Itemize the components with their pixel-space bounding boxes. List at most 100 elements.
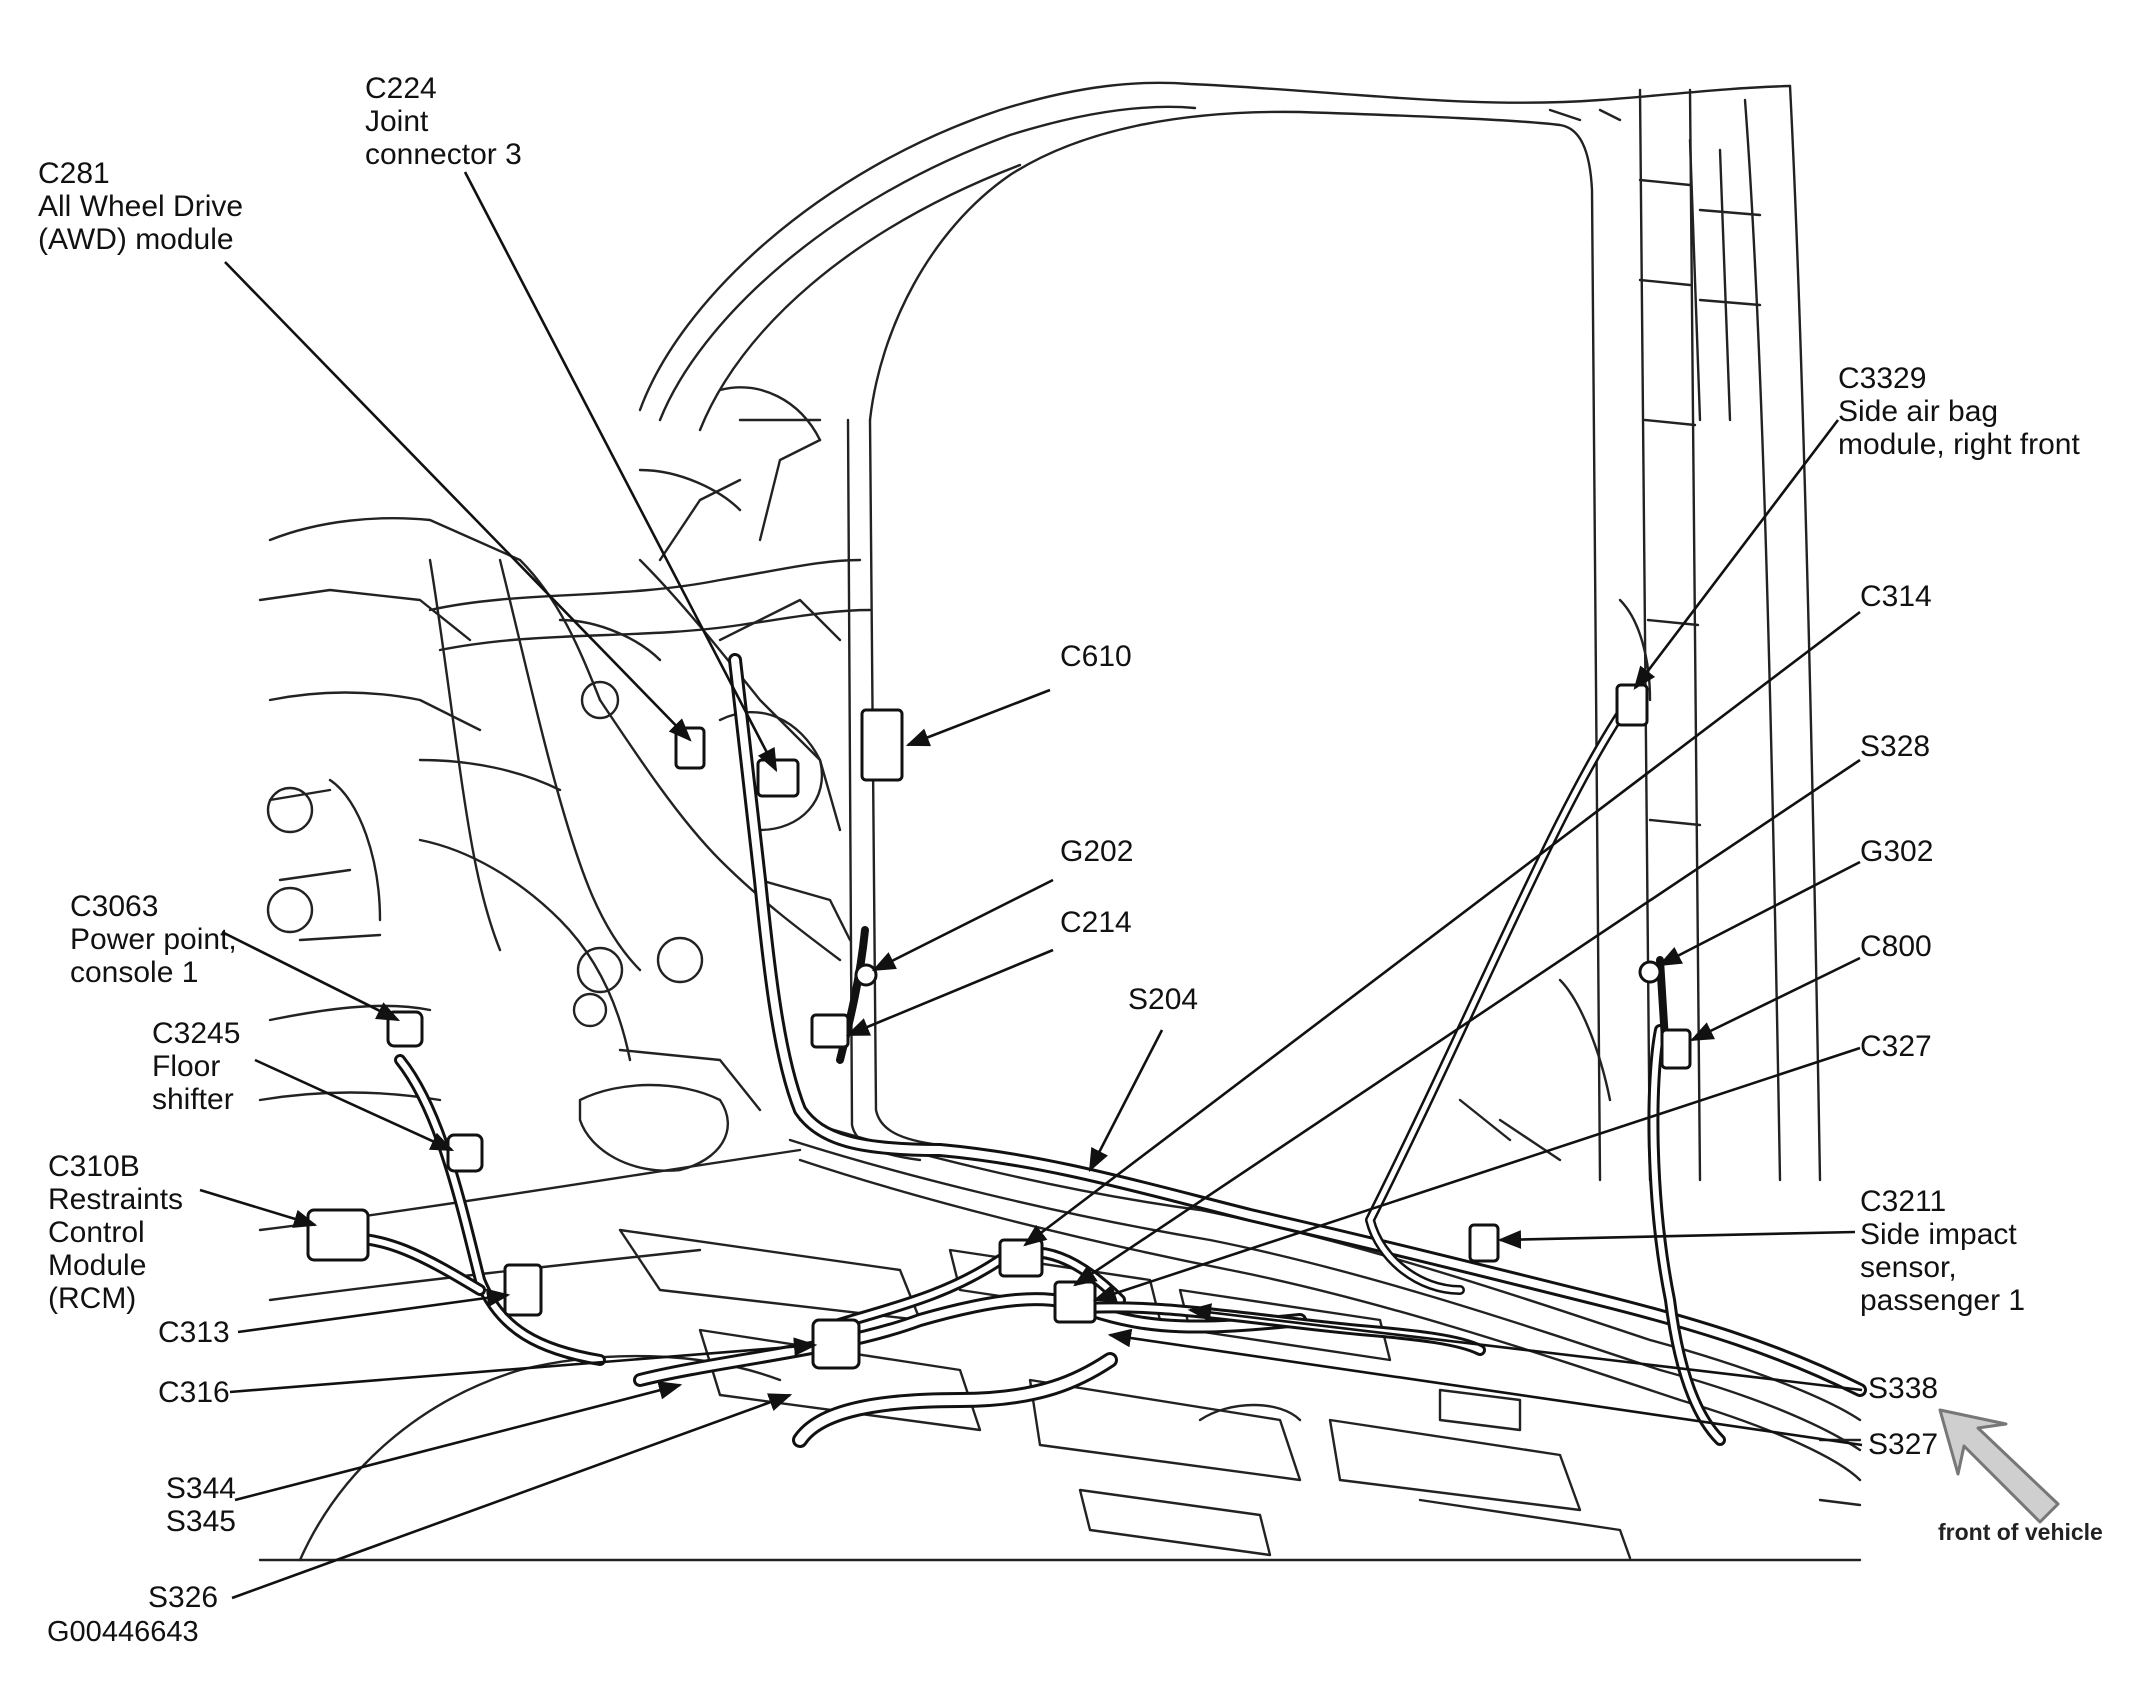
leader-c281 bbox=[224, 261, 692, 742]
leader-c3063 bbox=[221, 930, 401, 1022]
callout-c3211-line3: sensor, bbox=[1860, 1251, 1957, 1284]
callout-c310b: C310B Restraints Control Module (RCM) bbox=[48, 1150, 183, 1315]
callout-s328: S328 bbox=[1860, 730, 1930, 763]
callout-c281: C281 All Wheel Drive (AWD) module bbox=[38, 157, 243, 256]
callout-c3211: C3211 Side impact sensor, passenger 1 bbox=[1860, 1185, 2025, 1317]
callout-c214: C214 bbox=[1060, 906, 1132, 939]
c327-connector bbox=[1053, 1280, 1097, 1324]
c310b-connector bbox=[306, 1208, 370, 1262]
c281-connector bbox=[674, 726, 706, 770]
callout-g202-line1: G202 bbox=[1060, 835, 1134, 868]
c3245-connector bbox=[446, 1133, 484, 1173]
callout-c800-line1: C800 bbox=[1860, 930, 1932, 963]
callout-s338: S338 bbox=[1868, 1372, 1938, 1405]
g202-ground bbox=[854, 963, 878, 987]
callout-s204: S204 bbox=[1128, 983, 1198, 1016]
callout-c316-line1: C316 bbox=[158, 1376, 230, 1409]
callout-c313-line1: C313 bbox=[158, 1316, 230, 1349]
callout-c3211-line4: passenger 1 bbox=[1860, 1284, 2026, 1317]
connector-blocks bbox=[306, 683, 1692, 1370]
callout-c314-line1: C314 bbox=[1860, 580, 1932, 613]
callout-c281-line2: All Wheel Drive bbox=[38, 190, 244, 223]
callout-c316: C316 bbox=[158, 1376, 230, 1409]
callout-c3211-line1: C3211 bbox=[1860, 1185, 1947, 1218]
callout-c3211-line2: Side impact bbox=[1860, 1218, 2017, 1251]
c316-connector bbox=[811, 1318, 861, 1370]
leader-s326 bbox=[231, 1393, 793, 1600]
callout-s204-line1: S204 bbox=[1128, 983, 1199, 1016]
callout-c281-line3: (AWD) module bbox=[38, 223, 234, 256]
c313-connector bbox=[503, 1263, 543, 1317]
callout-c3063-line1: C3063 bbox=[70, 890, 159, 923]
callout-c310b-line4: Module bbox=[48, 1249, 147, 1282]
c314-connector bbox=[998, 1238, 1044, 1278]
c214-connector bbox=[810, 1013, 850, 1049]
callout-c3245-line2: Floor bbox=[152, 1050, 221, 1083]
callout-c281-line1: C281 bbox=[38, 157, 110, 190]
callout-s327: S327 bbox=[1868, 1428, 1938, 1461]
wiring-harness bbox=[324, 653, 1867, 1448]
callout-c327: C327 bbox=[1860, 1030, 1932, 1063]
callout-g302-line1: G302 bbox=[1860, 835, 1934, 868]
leader-c610 bbox=[905, 688, 1051, 747]
leader-s204 bbox=[1088, 1029, 1164, 1173]
callout-c313: C313 bbox=[158, 1316, 230, 1349]
leader-c224 bbox=[463, 171, 778, 773]
figure-id: G00446643 bbox=[47, 1616, 199, 1648]
callout-c314: C314 bbox=[1860, 580, 1932, 613]
callout-c800: C800 bbox=[1860, 930, 1932, 963]
leader-c314 bbox=[1023, 610, 1861, 1247]
callout-c3063-line2: Power point, bbox=[70, 923, 237, 956]
c224-connector bbox=[756, 758, 800, 798]
callout-c224: C224 Joint connector 3 bbox=[365, 72, 522, 171]
callout-c310b-line3: Control bbox=[48, 1216, 145, 1249]
callout-c3329: C3329 Side air bag module, right front bbox=[1838, 362, 2080, 461]
callout-c3063-line3: console 1 bbox=[70, 956, 199, 989]
vehicle-body-structure bbox=[258, 81, 1862, 1562]
leader-g202 bbox=[871, 878, 1054, 972]
leader-c313 bbox=[237, 1288, 511, 1334]
c610-connector bbox=[860, 708, 904, 782]
callout-s326: S326 bbox=[148, 1581, 218, 1614]
callout-c3245: C3245 Floor shifter bbox=[152, 1017, 240, 1116]
callout-c214-line1: C214 bbox=[1060, 906, 1132, 939]
callout-g202: G202 bbox=[1060, 835, 1133, 868]
callout-c224-line3: connector 3 bbox=[365, 138, 522, 171]
leader-g302 bbox=[1657, 860, 1861, 967]
callout-c3245-line3: shifter bbox=[152, 1083, 234, 1116]
callout-s344-line1: S344 bbox=[165, 1472, 236, 1505]
leader-s327 bbox=[1107, 1328, 1863, 1447]
leader-s338 bbox=[1187, 1303, 1863, 1392]
leader-c800 bbox=[1689, 956, 1861, 1042]
callout-s327-line1: S327 bbox=[1868, 1428, 1939, 1461]
callout-s344: S344 S345 bbox=[148, 1472, 236, 1538]
leader-c3211 bbox=[1497, 1230, 1856, 1249]
leader-c3245 bbox=[254, 1058, 455, 1152]
leader-c214 bbox=[845, 948, 1054, 1037]
c3211-connector bbox=[1468, 1223, 1500, 1263]
callout-c3245-line1: C3245 bbox=[152, 1017, 241, 1050]
callout-c610: C610 bbox=[1060, 640, 1132, 673]
callout-c610-line1: C610 bbox=[1060, 640, 1132, 673]
callout-c224-line1: C224 bbox=[365, 72, 437, 105]
callout-c224-line2: Joint bbox=[365, 105, 429, 138]
callout-c310b-line2: Restraints bbox=[48, 1183, 184, 1216]
g302-ground bbox=[1638, 960, 1662, 984]
callout-c310b-line5: (RCM) bbox=[48, 1282, 137, 1315]
front-of-vehicle-arrow bbox=[1938, 1408, 2060, 1524]
leader-c316 bbox=[229, 1337, 818, 1394]
leader-s344 bbox=[234, 1381, 683, 1502]
callout-c3063: C3063 Power point, console 1 bbox=[70, 890, 237, 989]
callout-s328-line1: S328 bbox=[1860, 730, 1931, 763]
leader-c3329 bbox=[1633, 419, 1840, 690]
leader-c327 bbox=[1092, 1046, 1861, 1303]
callout-c327-line1: C327 bbox=[1860, 1030, 1932, 1063]
callout-c3329-line2: Side air bag bbox=[1838, 395, 1999, 428]
callout-s344-line2: S345 bbox=[165, 1505, 236, 1538]
callout-c3329-line3: module, right front bbox=[1838, 428, 2080, 461]
callout-c310b-line1: C310B bbox=[48, 1150, 140, 1183]
leader-s328 bbox=[1073, 758, 1861, 1287]
c800-connector bbox=[1660, 1028, 1692, 1070]
callout-g302: G302 bbox=[1860, 835, 1933, 868]
